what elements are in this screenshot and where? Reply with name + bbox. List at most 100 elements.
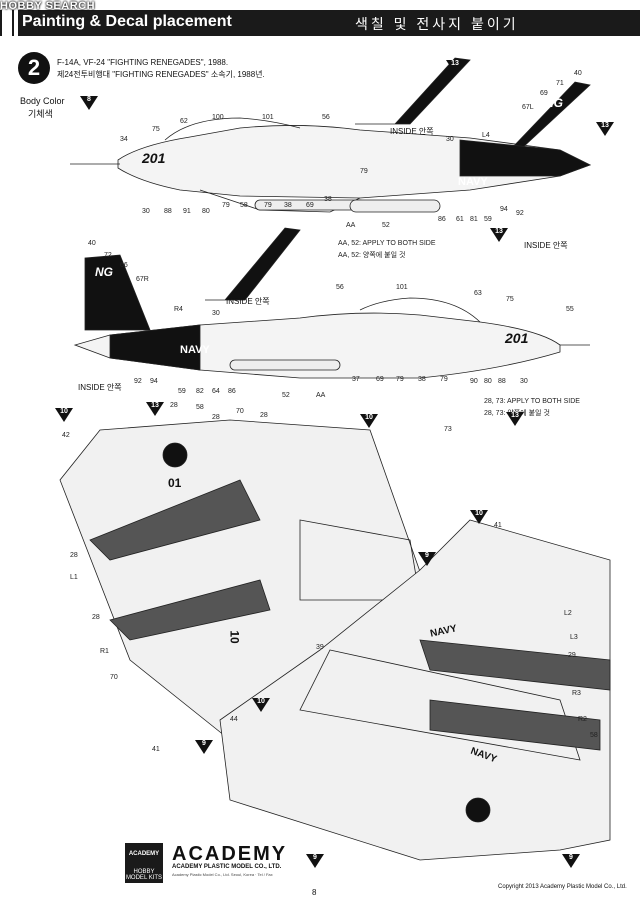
- callout-label: 52: [382, 222, 390, 229]
- callout-label: 38: [324, 196, 332, 203]
- callout-label: L4: [482, 132, 490, 139]
- callout-label: 30: [142, 208, 150, 215]
- color-tag-icon: 13: [446, 60, 464, 74]
- color-tag-icon: 8: [80, 96, 98, 110]
- header-bar-icon: [2, 10, 12, 36]
- callout-label: 30: [520, 378, 528, 385]
- callout-label: 88: [498, 378, 506, 385]
- callout-label: 58: [196, 404, 204, 411]
- callout-label: 86: [438, 216, 446, 223]
- callout-label: 56: [336, 284, 344, 291]
- color-tag-icon: 9: [418, 552, 436, 566]
- callout-label: 75: [506, 296, 514, 303]
- callout-label: 79: [396, 376, 404, 383]
- step-caption-korean: 제24전투비행대 "FIGHTING RENEGADES" 소속기, 1988년…: [57, 70, 265, 79]
- callout-label: 59: [178, 388, 186, 395]
- inside-tail-top: [355, 57, 471, 125]
- color-tag-icon: 10: [360, 414, 378, 428]
- navy-marking: NAVY: [458, 176, 488, 188]
- callout-label: AA: [346, 222, 356, 229]
- callout-label: 79: [440, 376, 448, 383]
- callout-label: 80: [484, 378, 492, 385]
- section-header: Painting & Decal placement 색칠 및 전사지 붙이기: [0, 10, 640, 36]
- wing-number: 10: [227, 630, 242, 644]
- top-view: [59, 419, 431, 761]
- callout-label: 82: [196, 388, 204, 395]
- copyright: Copyright 2013 Academy Plastic Model Co.…: [498, 884, 627, 890]
- color-tag-icon: 10: [55, 408, 73, 422]
- inside-label: INSIDE 안쪽: [226, 297, 270, 306]
- tail-code: NG: [545, 96, 563, 110]
- callout-label: 34: [120, 136, 128, 143]
- brand-subtitle: ACADEMY PLASTIC MODEL CO., LTD.: [172, 864, 282, 870]
- callout-label: 66: [120, 262, 128, 269]
- color-tag-icon: 13: [506, 412, 524, 426]
- callout-label: L2: [564, 610, 572, 617]
- inside-label: INSIDE 안쪽: [78, 383, 122, 392]
- section-title: Painting & Decal placement: [22, 13, 232, 30]
- callout-label: 94: [150, 378, 158, 385]
- logo-subtext: HOBBY MODEL KITS: [125, 869, 163, 881]
- callout-label: 58: [240, 202, 248, 209]
- callout-label: 28: [170, 402, 178, 409]
- logo-text: ACADEMY: [128, 851, 160, 857]
- callout-label: 41: [494, 522, 502, 529]
- callout-label: L3: [570, 634, 578, 641]
- callout-label: 28: [212, 414, 220, 421]
- color-tag-icon: 9: [306, 854, 324, 868]
- callout-label: 69: [376, 376, 384, 383]
- section-title-korean: 색칠 및 전사지 붙이기: [355, 16, 519, 32]
- callout-label: 69: [306, 202, 314, 209]
- apply-note-korean: AA, 52: 양쪽에 붙일 것: [338, 252, 406, 259]
- color-tag-icon: 9: [562, 854, 580, 868]
- callout-label: 91: [183, 208, 191, 215]
- company-address: Academy Plastic Model Co., Ltd. Seoul, K…: [172, 872, 273, 877]
- callout-label: 38: [284, 202, 292, 209]
- body-color-label: Body Color: [20, 96, 65, 106]
- callout-label: R1: [100, 648, 109, 655]
- callout-label: 28: [260, 412, 268, 419]
- callout-label: 28: [70, 552, 78, 559]
- tail-fin-mid: [84, 254, 151, 331]
- color-tag-icon: 9: [195, 740, 213, 754]
- callout-label: 28: [92, 614, 100, 621]
- header-bar-icon: [14, 10, 18, 36]
- bottom-view: [219, 519, 611, 861]
- color-tag-icon: 13: [146, 402, 164, 416]
- callout-label: 67R: [136, 276, 149, 283]
- body-color-label-korean: 기체색: [28, 109, 53, 119]
- callout-label: 42: [62, 432, 70, 439]
- callout-label: 94: [500, 206, 508, 213]
- callout-label: 40: [574, 70, 582, 77]
- callout-label: 72: [104, 252, 112, 259]
- callout-label: 101: [262, 114, 274, 121]
- callout-label: 38: [418, 376, 426, 383]
- wing-number: 01: [168, 476, 182, 490]
- callout-label: 92: [134, 378, 142, 385]
- callout-label: 73: [444, 426, 452, 433]
- callout-label: 30: [446, 136, 454, 143]
- callout-label: 92: [516, 210, 524, 217]
- color-tag-icon: 13: [490, 228, 508, 242]
- modex-number: 201: [142, 150, 166, 166]
- inside-tail-mid: [205, 227, 301, 301]
- apply-note: AA, 52: APPLY TO BOTH SIDE: [338, 240, 436, 247]
- navy-marking: NAVY: [180, 344, 210, 356]
- step-number: 2: [18, 52, 50, 84]
- callout-label: 79: [222, 202, 230, 209]
- tail-code: NG: [95, 265, 113, 279]
- callout-label: 39: [316, 644, 324, 651]
- callout-label: 52: [282, 392, 290, 399]
- callout-label: 81: [470, 216, 478, 223]
- apply-note: 28, 73: APPLY TO BOTH SIDE: [484, 398, 580, 405]
- callout-label: AA: [316, 392, 326, 399]
- callout-label: 56: [322, 114, 330, 121]
- callout-label: 90: [470, 378, 478, 385]
- callout-label: 101: [396, 284, 408, 291]
- callout-label: L1: [70, 574, 78, 581]
- callout-label: 55: [566, 306, 574, 313]
- callout-label: 64: [212, 388, 220, 395]
- callout-label: 80: [202, 208, 210, 215]
- callout-label: 44: [230, 716, 238, 723]
